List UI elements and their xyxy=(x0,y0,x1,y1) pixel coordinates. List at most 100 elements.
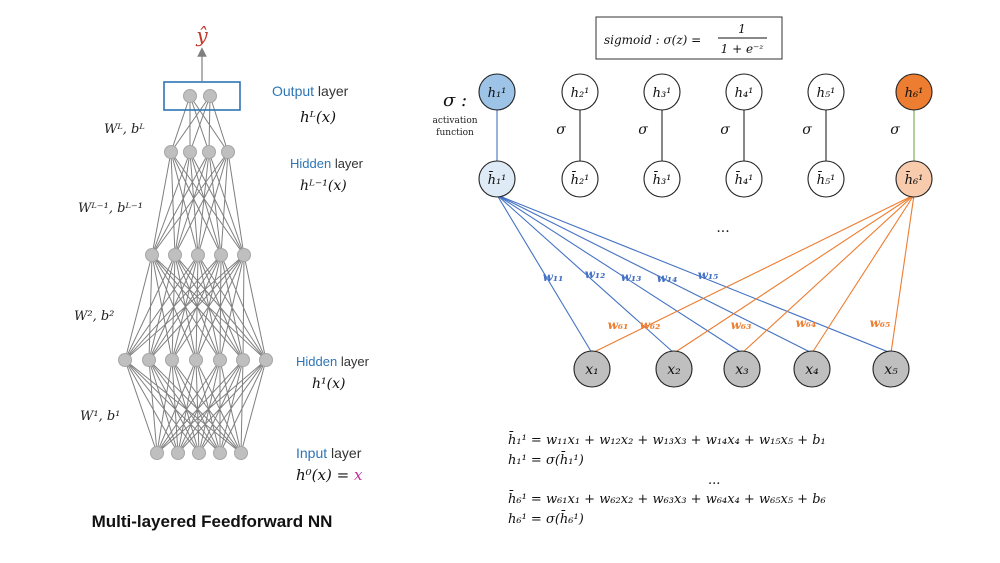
neuron xyxy=(259,353,273,367)
input-node-label: x₃ xyxy=(735,362,749,378)
network-edge xyxy=(177,359,221,454)
neuron xyxy=(118,353,132,367)
neuron xyxy=(213,446,227,460)
network-edge xyxy=(156,359,244,454)
hidden-node-h4 xyxy=(725,73,763,111)
network-edge xyxy=(189,151,199,256)
network-edge xyxy=(148,359,179,454)
neuron xyxy=(150,446,164,460)
preactivation-node-label: h̄₂¹ xyxy=(571,171,590,188)
network-edge xyxy=(151,254,244,361)
network-edge xyxy=(177,359,244,454)
layer-suffix: layer xyxy=(314,83,349,99)
hidden-node-label: h₁¹ xyxy=(488,86,507,101)
weight-edge-node6 xyxy=(811,194,915,354)
input-node-x4 xyxy=(793,350,831,388)
layer-function: hᴸ(x) xyxy=(300,108,336,126)
network-edge xyxy=(124,359,179,454)
hidden-node-label: h₂¹ xyxy=(571,86,590,101)
layer-label-input: Input layer h⁰(x) = x xyxy=(296,445,363,484)
weight-label-blue: w₁₃ xyxy=(621,270,642,284)
network-edge xyxy=(170,151,199,256)
preactivation-node-label: h̄₁¹ xyxy=(488,171,507,188)
hidden-node-label: h₃¹ xyxy=(653,86,672,101)
neuron xyxy=(234,446,248,460)
layer-function: h⁰(x) = xyxy=(296,466,354,484)
input-node-label: x₄ xyxy=(805,362,819,378)
neuron xyxy=(189,353,203,367)
network-edge xyxy=(148,359,158,454)
input-x-symbol: x xyxy=(354,466,363,484)
svg-text:Input layer: Input layer xyxy=(296,445,362,461)
sigmoid-formula: sigmoid : σ(z) = 1 1 + e⁻ᶻ xyxy=(595,16,783,60)
hidden-node-h3 xyxy=(643,73,681,111)
network-edge xyxy=(156,359,173,454)
network-edge xyxy=(220,151,229,256)
network-edge xyxy=(151,254,267,361)
neuron xyxy=(192,446,206,460)
neuron xyxy=(191,248,205,262)
network-edge xyxy=(198,359,267,454)
input-node-label: x₂ xyxy=(667,362,681,378)
sigmoid-prefix: sigmoid : σ(z) = xyxy=(604,33,701,47)
network-edge xyxy=(171,359,221,454)
hidden-node-h6 xyxy=(895,73,933,111)
equation-h6-bar: h̄₆¹ = w₆₁x₁ + w₆₂x₂ + w₆₃x₃ + w₆₄x₄ + w… xyxy=(508,490,826,507)
neuron xyxy=(145,248,159,262)
network-edges xyxy=(124,95,267,454)
hidden-node-label: h₆¹ xyxy=(905,86,924,101)
activation-sigma: σ : xyxy=(443,90,467,111)
weight-edge-node1 xyxy=(496,194,593,354)
layer-label-hidden-top: Hidden layer hᴸ⁻¹(x) xyxy=(290,156,364,194)
equations: h̄₁¹ = w₁₁x₁ + w₁₂x₂ + w₁₃x₃ + w₁₄x₄ + w… xyxy=(508,431,826,527)
preactivation-node-h3 xyxy=(643,160,681,198)
layer-kind: Input xyxy=(296,445,327,461)
weight-edge-node1 xyxy=(496,194,743,354)
layer-nodes: h₁¹h̄₁¹h₂¹h̄₂¹h₃¹h̄₃¹h₄¹h̄₄¹h₅¹h̄₅¹h₆¹h̄… xyxy=(478,73,933,388)
neuron xyxy=(183,89,197,103)
layer-suffix: layer xyxy=(331,156,363,171)
weight-edge-node6 xyxy=(741,194,915,354)
neuron xyxy=(171,446,185,460)
layer-kind: Output xyxy=(272,83,314,99)
sigma-symbol: σ xyxy=(720,122,730,138)
network-edge xyxy=(171,359,179,454)
preactivation-node-label: h̄₃¹ xyxy=(653,171,672,188)
layer-kind: Hidden xyxy=(296,354,337,369)
preactivation-node-label: h̄₅¹ xyxy=(817,171,836,188)
network-edge xyxy=(151,254,221,361)
input-node-x2 xyxy=(655,350,693,388)
network-edge xyxy=(198,359,244,454)
neuron xyxy=(214,248,228,262)
network-edge xyxy=(243,254,267,361)
weight-edges xyxy=(496,194,915,354)
network-edge xyxy=(189,95,210,153)
network-edge xyxy=(151,151,172,256)
hidden-node-label: h₅¹ xyxy=(817,86,836,101)
network-edge xyxy=(174,254,267,361)
neuron xyxy=(236,353,250,367)
network-edge xyxy=(219,359,242,454)
weight-edge-node6 xyxy=(673,194,915,354)
network-edge xyxy=(148,359,221,454)
hidden-node-h1 xyxy=(478,73,516,111)
layer-label-output: Output layer hᴸ(x) xyxy=(272,83,349,126)
network-edge xyxy=(170,151,245,256)
preactivation-node-h1 xyxy=(478,160,516,198)
preactivation-node-h5 xyxy=(807,160,845,198)
network-edge xyxy=(177,359,197,454)
sigma-symbol: σ xyxy=(638,122,648,138)
output-y-hat: ŷ xyxy=(195,23,208,47)
input-node-x3 xyxy=(723,350,761,388)
network-edge xyxy=(124,359,158,454)
weight-label-blue: w₁₂ xyxy=(585,267,606,281)
network-edge xyxy=(171,359,200,454)
layer-label-hidden-bottom: Hidden layer h¹(x) xyxy=(296,354,370,392)
weight-edge-node6 xyxy=(591,194,915,354)
network-edge xyxy=(198,359,221,454)
sigmoid-numerator: 1 xyxy=(738,22,746,36)
equation-ellipsis: ... xyxy=(708,473,720,488)
network-edge xyxy=(148,359,242,454)
